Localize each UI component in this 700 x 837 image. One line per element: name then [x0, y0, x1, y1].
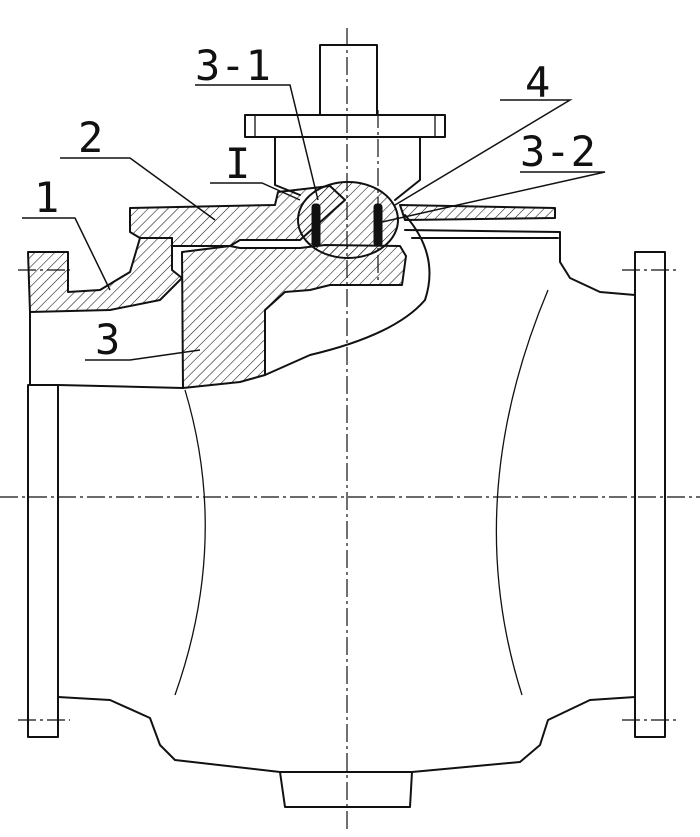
- plug-outer-contour: [264, 214, 431, 376]
- callout-3-2: 3-2: [520, 127, 596, 176]
- callout-3: 3: [95, 315, 120, 364]
- left-flange: [27, 311, 184, 738]
- callout-I: I: [225, 139, 250, 188]
- body-top-right-contour: [404, 229, 636, 296]
- part-1-body-wall: [27, 237, 183, 313]
- stem: [319, 44, 378, 116]
- centerlines: [0, 28, 700, 830]
- callout-1: 1: [34, 173, 59, 222]
- leader-2: [60, 157, 216, 221]
- body-bottom-contour: [57, 696, 636, 808]
- left-bore-top: [57, 384, 184, 389]
- detail-I: [297, 181, 399, 259]
- left-bore-curve: [174, 389, 206, 696]
- bracket-plate: [244, 114, 446, 138]
- leader-3-2: [381, 171, 606, 223]
- right-flange-plate: [634, 251, 666, 738]
- leaders: [22, 84, 606, 361]
- part-3-plug: [181, 244, 407, 389]
- leader-3-1: [195, 84, 319, 201]
- leader-I: [210, 182, 301, 201]
- part-3-1-seal: [311, 203, 321, 247]
- stem-shaft: [319, 44, 378, 116]
- leader-4: [394, 99, 573, 206]
- leader-3: [85, 349, 201, 361]
- callouts: 3-1 4 3-2 2 I 1 3: [34, 41, 596, 364]
- right-bore-curve: [495, 289, 549, 696]
- bracket-leg-right: [394, 136, 421, 201]
- callout-3-1: 3-1: [195, 41, 271, 90]
- left-flange-plate: [27, 384, 59, 738]
- leader-1: [22, 217, 111, 291]
- bracket-leg-left: [274, 136, 301, 196]
- stem-seal-circle: [297, 181, 399, 259]
- callout-4: 4: [525, 58, 550, 107]
- part-3-2-seal: [373, 203, 383, 247]
- callout-2: 2: [78, 113, 103, 162]
- right-flange: [634, 251, 666, 738]
